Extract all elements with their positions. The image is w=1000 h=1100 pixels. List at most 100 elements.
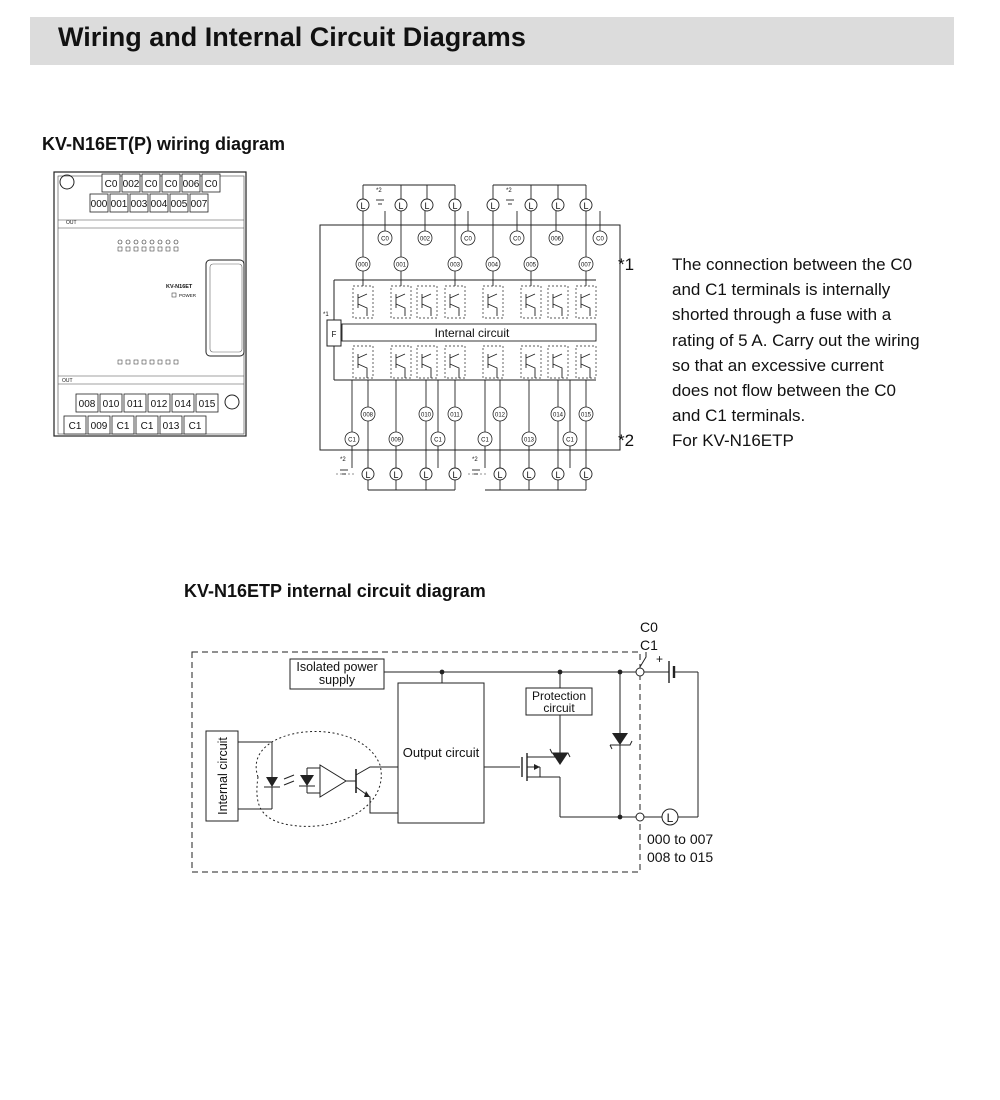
terminal-label: C1 <box>566 438 574 444</box>
terminal-label: 003 <box>450 263 461 269</box>
dc-note-mark: *2 <box>376 188 382 194</box>
terminal-label: 008 <box>79 399 96 410</box>
terminal-label: C1 <box>434 438 442 444</box>
terminal-label: 007 <box>191 199 208 210</box>
terminal-box <box>63 415 87 435</box>
terminal-icon <box>377 230 393 246</box>
wiring-diagram-title: KV-N16ET(P) wiring diagram <box>42 134 286 154</box>
output-element-icon <box>575 345 597 379</box>
terminal-box <box>111 415 135 435</box>
note-1: *1 The connection between the C0 and C1 … <box>618 252 938 428</box>
range-label-1: 000 to 007 <box>647 831 713 847</box>
load-label: L <box>526 470 531 480</box>
terminal-label: 014 <box>175 399 192 410</box>
internal-circuit-label: Internal circuit <box>435 326 510 340</box>
terminal-label: C0 <box>381 237 389 243</box>
output-element-icon <box>444 345 466 379</box>
terminal-box <box>147 393 171 413</box>
terminal-label: 004 <box>488 263 499 269</box>
led-indicator-icon <box>125 239 131 245</box>
terminal-label: 013 <box>163 421 180 432</box>
terminal-box <box>159 415 183 435</box>
terminal-label: 006 <box>183 179 200 190</box>
output-element-icon <box>390 345 412 379</box>
led-indicator-icon <box>125 359 131 365</box>
terminal-label: C0 <box>513 237 521 243</box>
note-mark: *1 <box>618 255 635 274</box>
load-icon <box>420 198 434 212</box>
load-label: L <box>360 201 365 211</box>
terminal-label: 012 <box>495 413 506 419</box>
c1-label: C1 <box>640 637 658 653</box>
terminal-label: 010 <box>421 413 432 419</box>
terminal-box <box>161 173 181 193</box>
terminal-label: 007 <box>581 263 592 269</box>
terminal-label: 002 <box>123 179 140 190</box>
mount-hole-icon <box>224 394 240 410</box>
terminal-box <box>201 173 221 193</box>
terminal-label: 010 <box>103 399 120 410</box>
load-label: L <box>365 470 370 480</box>
isolated-power-label: Isolated power <box>296 660 377 674</box>
plus-label: + <box>656 652 663 666</box>
terminal-label: C1 <box>481 438 489 444</box>
terminal-box <box>141 173 161 193</box>
terminal-label: 012 <box>151 399 168 410</box>
output-element-icon <box>575 285 597 319</box>
output-element-icon <box>416 345 438 379</box>
terminal-label: 013 <box>524 438 535 444</box>
led-indicator-icon <box>173 359 179 365</box>
dc-note-mark: *2 <box>506 188 512 194</box>
led-indicator-icon <box>149 239 155 245</box>
output-element-icon <box>352 285 374 319</box>
photocoupler-outline <box>255 730 382 827</box>
led-indicator-icon <box>165 359 171 365</box>
output-element-icon <box>352 345 374 379</box>
led-indicator-icon <box>117 359 123 365</box>
load-label: L <box>398 201 403 211</box>
terminal-box <box>89 193 109 213</box>
led-indicator-icon <box>157 246 163 252</box>
dc-note-mark: *2 <box>340 457 346 463</box>
terminal-icon <box>417 230 433 246</box>
led-indicator-icon <box>141 239 147 245</box>
output-circuit-label: Output circuit <box>403 745 480 760</box>
terminal-box <box>129 193 149 213</box>
dc-note-mark: *2 <box>472 457 478 463</box>
led-indicator-icon <box>117 239 123 245</box>
terminal-label: 000 <box>91 199 108 210</box>
load-icon <box>551 198 565 212</box>
internal-circuit-vertical-label: Internal circuit <box>216 737 230 815</box>
terminal-icon <box>460 230 476 246</box>
out-label: OUT <box>62 378 73 384</box>
output-terminal <box>635 812 645 822</box>
load-icon <box>661 808 679 826</box>
led-indicator-icon <box>165 239 171 245</box>
led-indicator-icon <box>133 246 139 252</box>
load-label: L <box>424 201 429 211</box>
output-element-icon <box>390 285 412 319</box>
terminal-box <box>75 393 99 413</box>
load-label: L <box>528 201 533 211</box>
terminal-label: 000 <box>358 263 369 269</box>
output-element-icon <box>520 345 542 379</box>
terminal-label: 005 <box>171 199 188 210</box>
led-indicator-icon <box>125 246 131 252</box>
terminal-box <box>169 193 189 213</box>
led-indicator-icon <box>149 246 155 252</box>
terminal-label: C1 <box>348 438 356 444</box>
load-label: L <box>393 470 398 480</box>
terminal-label: C0 <box>464 237 472 243</box>
terminal-box <box>183 415 207 435</box>
terminal-label: 001 <box>396 263 407 269</box>
terminal-box <box>181 173 201 193</box>
amplifier-icon <box>319 764 347 798</box>
terminal-label: 009 <box>391 438 402 444</box>
led-indicator-icon <box>149 359 155 365</box>
zener-diode-icon <box>612 733 628 745</box>
terminal-box <box>87 415 111 435</box>
terminal-label: 002 <box>420 237 431 243</box>
terminal-label: 011 <box>127 399 143 410</box>
note-2: *2 For KV-N16ETP <box>618 428 938 453</box>
